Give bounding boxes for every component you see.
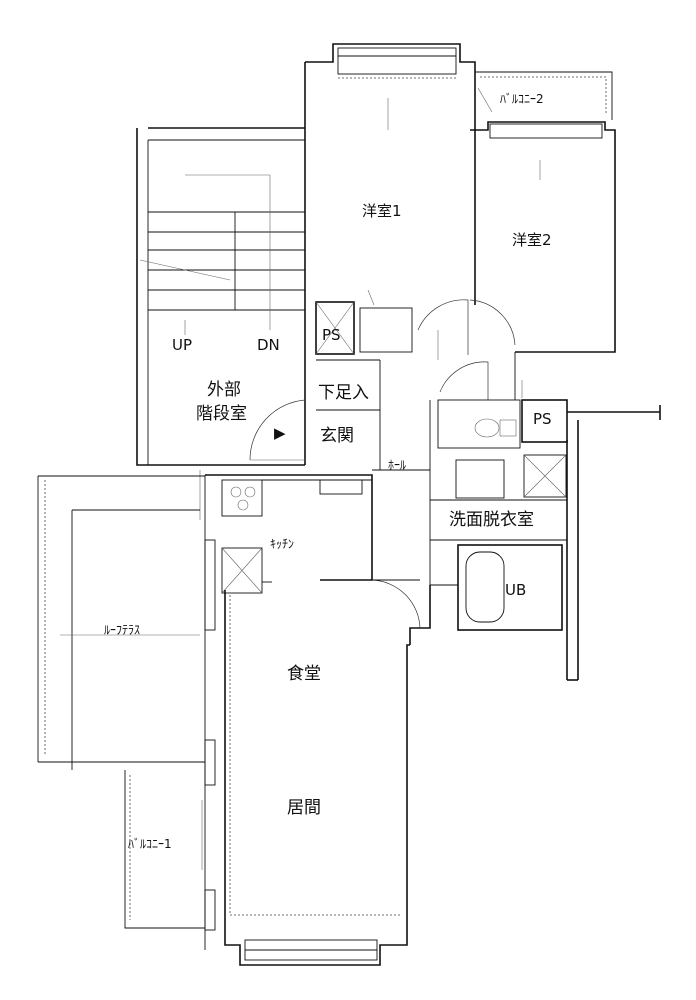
room-label-stairs-line1: 外部 (207, 380, 241, 400)
room-label-kitchen: ｷｯﾁﾝ (270, 537, 295, 551)
room-label-hall: ﾎｰﾙ (388, 458, 407, 472)
room-label-bedroom1: 洋室1 (362, 202, 402, 220)
living-dining-walls (201, 585, 431, 966)
room-label-unit-bath: UB (505, 581, 527, 599)
room-label-living: 居間 (287, 798, 321, 818)
bedroom1-walls (304, 43, 476, 305)
hall-boundary (372, 330, 439, 471)
stairwell-walls (136, 127, 305, 466)
entrance-arrow-icon: ▶ (274, 424, 286, 442)
room-label-bedroom2: 洋室2 (512, 231, 552, 249)
bedroom2-walls (470, 121, 616, 353)
roof-terrace-outline (37, 475, 205, 770)
ps-label-lower: PS (533, 410, 552, 428)
room-label-shoe-closet: 下足入 (318, 383, 369, 403)
unit-bath (430, 420, 579, 681)
room-label-balcony2: ﾊﾞﾙｺﾆｰ2 (500, 92, 544, 106)
room-label-stairs-line2: 階段室 (196, 404, 247, 424)
ps-upper-box (315, 289, 413, 355)
room-label-entrance: 玄関 (320, 426, 354, 446)
stairs-up-label: UP (172, 336, 193, 354)
entry-door-arcs (371, 579, 421, 629)
balcony2-outline (475, 71, 613, 120)
entrance-walls (249, 300, 380, 465)
room-label-washroom: 洗面脱衣室 (449, 510, 534, 530)
room-label-balcony1: ﾊﾞﾙｺﾆｰ1 (128, 837, 172, 851)
stairs-down-label: DN (257, 336, 280, 354)
room-label-dining: 食堂 (287, 664, 321, 684)
balcony1-outline (124, 539, 216, 931)
washroom-walls (430, 440, 568, 680)
ps-label-upper: PS (322, 326, 341, 344)
toilet-ps-area (437, 380, 661, 449)
hall-door-arcs (417, 299, 516, 585)
room-label-roof-terrace: ﾙｰﾌﾃﾗｽ (104, 623, 141, 637)
